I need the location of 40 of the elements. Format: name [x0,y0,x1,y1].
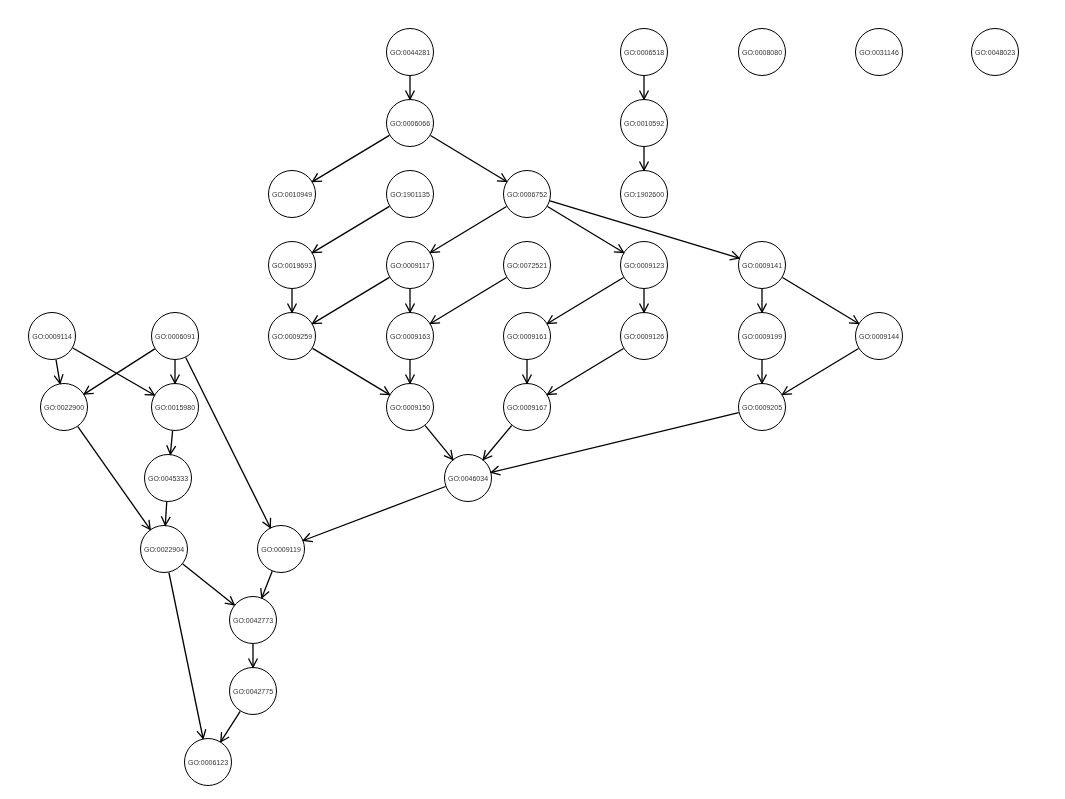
arrow [169,359,181,384]
arrow [166,430,177,455]
arrow [53,359,64,384]
arrow [638,146,650,171]
arrow [311,134,391,183]
arrow [490,411,740,476]
arrow [404,75,416,100]
arrow [168,571,207,740]
arrow [77,425,151,531]
arrow [781,347,860,396]
arrow [638,288,650,313]
arrow [424,424,454,461]
arrow [311,205,391,254]
arrow [302,485,447,543]
arrow [781,276,860,325]
arrow [311,276,391,325]
arrow [549,200,740,261]
arrow [160,501,171,526]
arrow [404,288,416,313]
arrow [482,424,513,461]
arrow [83,348,156,395]
arrow [546,276,625,325]
arrow [429,134,508,183]
arrow [546,205,625,254]
arrow [260,570,273,599]
arrow [311,347,391,396]
arrow [185,356,272,529]
arrow [429,205,508,254]
arrow [182,563,235,606]
arrow [638,75,650,100]
arrow [220,710,241,743]
arrow [404,359,416,384]
arrow [286,288,298,313]
arrow [756,359,768,384]
arrow [521,359,533,384]
arrow [247,643,259,668]
arrow [546,347,625,396]
arrow [429,276,508,325]
arrow [756,288,768,313]
arrow [72,347,155,396]
